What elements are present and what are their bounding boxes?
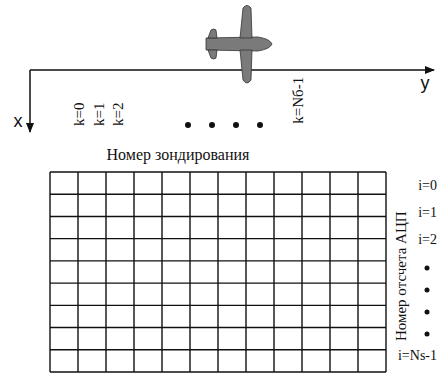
grid-line — [50, 194, 386, 195]
sample-grid — [50, 172, 386, 372]
grid-line — [77, 172, 78, 372]
sample-index: i=2 — [418, 232, 437, 247]
grid-line — [189, 172, 190, 372]
grid-line — [217, 172, 218, 372]
grid-line — [329, 172, 330, 372]
grid-line — [50, 305, 386, 306]
grid-line — [245, 172, 246, 372]
x-axis — [29, 70, 31, 132]
grid-line — [357, 172, 358, 372]
grid-line — [105, 172, 106, 372]
sounding-index: k=1 — [92, 102, 109, 125]
axis-label: y — [421, 74, 430, 94]
sample-index: i=1 — [418, 205, 437, 220]
grid-line — [273, 172, 274, 372]
grid-line — [50, 260, 386, 261]
sample-index: i=0 — [418, 178, 437, 193]
grid-line — [50, 327, 386, 328]
grid-line — [49, 172, 50, 372]
grid-line — [50, 216, 386, 217]
sounding-index: k=2 — [111, 102, 128, 125]
sounding-index: k=Nб-1 — [290, 77, 307, 124]
grid-line — [50, 349, 386, 350]
grid-line — [161, 172, 162, 372]
grid-line — [133, 172, 134, 372]
sample-index: i=Ns-1 — [398, 348, 437, 363]
axis-label: x — [14, 112, 23, 132]
axis-title: Номер отсчета АЦП — [393, 211, 410, 341]
grid-line — [50, 371, 386, 372]
sounding-index: k=0 — [72, 102, 89, 125]
grid-line — [301, 172, 302, 372]
grid-line — [50, 238, 386, 239]
grid-line — [50, 171, 386, 172]
axis-title: Номер зондирования — [107, 146, 250, 164]
grid-line — [385, 172, 386, 372]
grid-line — [50, 282, 386, 283]
y-axis — [30, 69, 434, 71]
airplane — [206, 6, 272, 84]
